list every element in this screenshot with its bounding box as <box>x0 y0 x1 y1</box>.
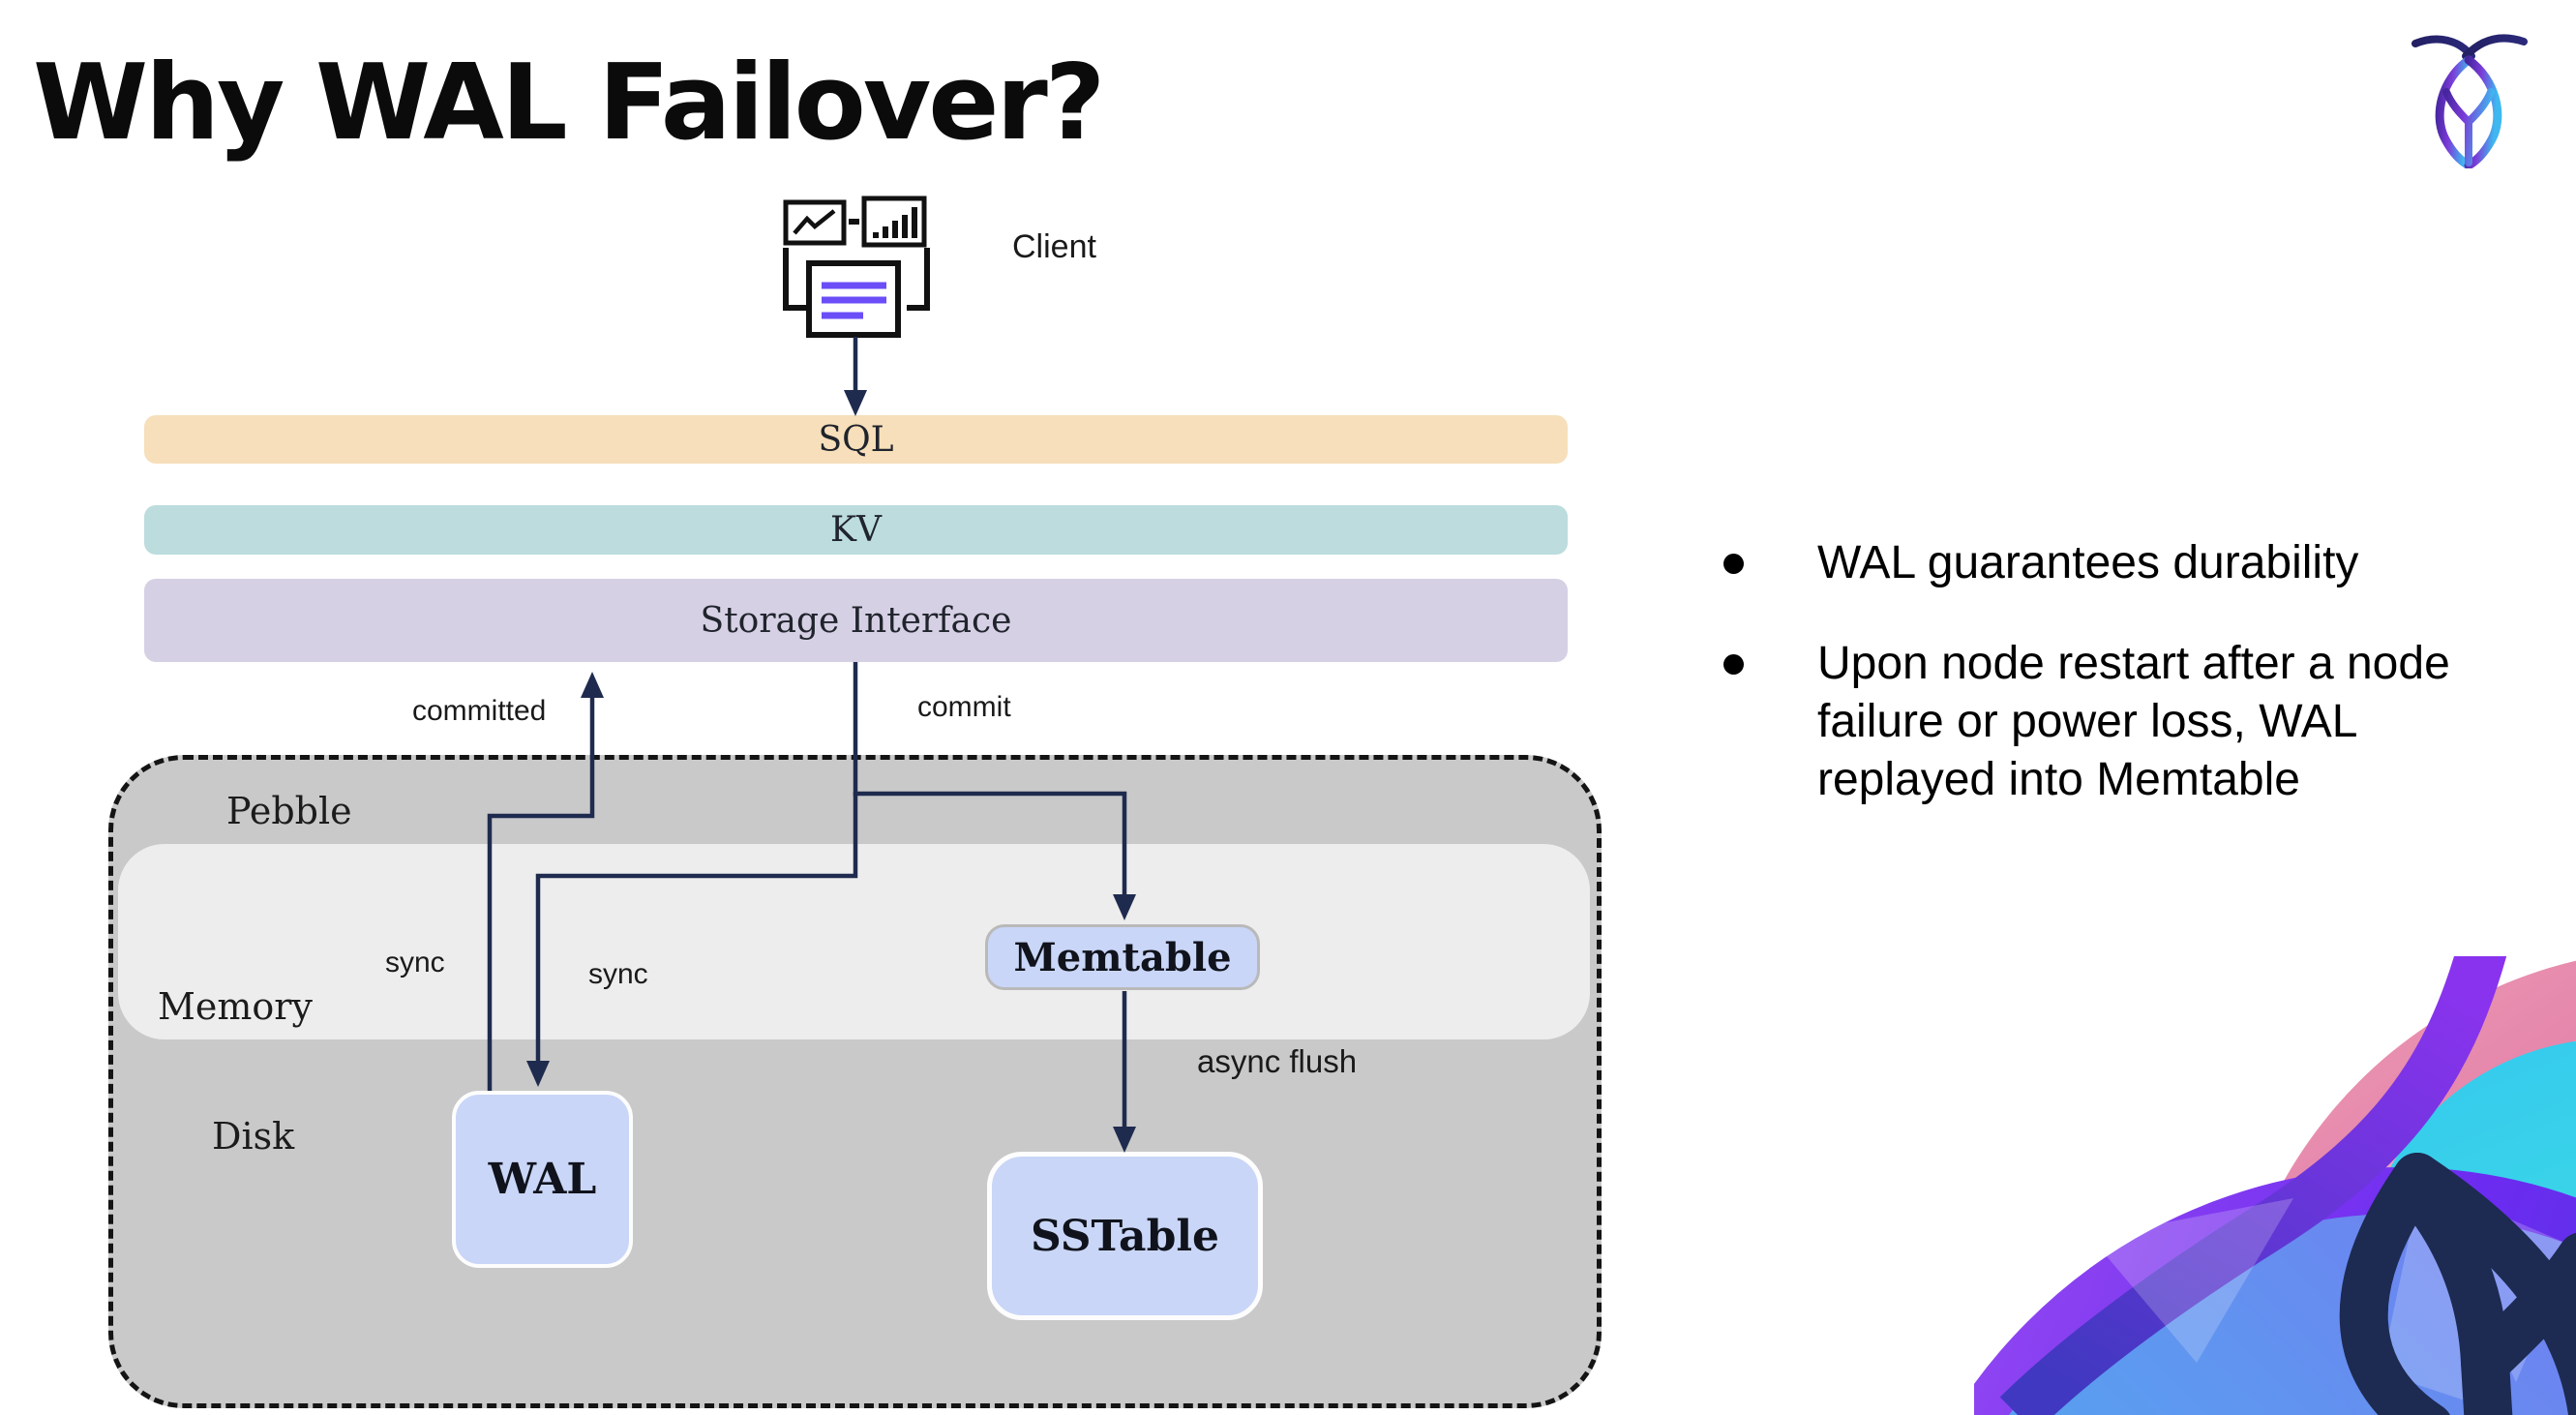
edge-label-sync-right: sync <box>588 958 648 990</box>
bullet-text: Upon node restart after a node failure o… <box>1817 638 2450 805</box>
brand-circles-art <box>1974 956 2576 1415</box>
layer-storage-label: Storage Interface <box>700 600 1012 641</box>
pebble-label: Pebble <box>226 790 352 832</box>
pink-circle <box>2226 960 2576 1415</box>
logo-antenna-left <box>2411 35 2475 60</box>
leaf-fans <box>2090 1181 2574 1411</box>
line-chart-glyph <box>793 209 836 235</box>
memtable-box: Memtable <box>985 924 1260 990</box>
purple-band <box>1999 956 2507 1415</box>
bullet-text: WAL guarantees durability <box>1817 537 2359 588</box>
line-chart-window-icon <box>783 199 847 246</box>
sphere-purple-rim <box>1974 1167 2576 1415</box>
document-text-lines <box>822 282 886 319</box>
client-dashboard-icon <box>783 196 930 338</box>
logo-body-right <box>2464 55 2502 168</box>
memtable-label: Memtable <box>1013 934 1232 980</box>
memory-band <box>118 844 1590 1039</box>
document-window-icon <box>806 260 901 338</box>
layer-kv-label: KV <box>830 510 882 550</box>
page-title: Why WAL Failover? <box>33 43 1105 164</box>
blue-sphere <box>1981 1190 2576 1415</box>
navy-leaf-veins <box>2339 1153 2576 1415</box>
layer-sql-label: SQL <box>818 419 894 460</box>
bullet-item: Upon node restart after a node failure o… <box>1711 635 2485 809</box>
disk-label: Disk <box>212 1115 295 1158</box>
wal-box: WAL <box>452 1091 633 1268</box>
logo-y-vein <box>2442 88 2495 166</box>
logo-antenna-right <box>2462 34 2528 60</box>
sstable-box: SSTable <box>987 1152 1263 1320</box>
bar-chart-glyph <box>873 207 917 238</box>
pink-inner-ring <box>2303 1040 2576 1415</box>
magenta-overlay <box>2330 1115 2576 1415</box>
layer-storage-interface: Storage Interface <box>144 579 1568 662</box>
client-label: Client <box>1012 228 1096 265</box>
edge-label-async-flush: async flush <box>1197 1043 1358 1079</box>
bullet-item: WAL guarantees durability <box>1711 534 2485 592</box>
bracket-left-icon <box>783 248 806 311</box>
sstable-label: SSTable <box>1030 1211 1220 1261</box>
layer-sql: SQL <box>144 415 1568 464</box>
teal-circle <box>2356 1040 2576 1415</box>
bracket-right-icon <box>907 248 930 311</box>
cockroachdb-logo-icon <box>2411 34 2528 168</box>
logo-body-left <box>2435 55 2473 168</box>
memory-label: Memory <box>158 985 313 1028</box>
bar-chart-window-icon <box>861 196 927 248</box>
edge-label-commit: commit <box>917 691 1011 723</box>
edge-label-sync-left: sync <box>385 947 445 978</box>
bullet-list: WAL guarantees durability Upon node rest… <box>1711 534 2475 852</box>
wal-label: WAL <box>488 1155 597 1204</box>
edge-label-committed: committed <box>412 695 547 727</box>
layer-kv: KV <box>144 505 1568 555</box>
